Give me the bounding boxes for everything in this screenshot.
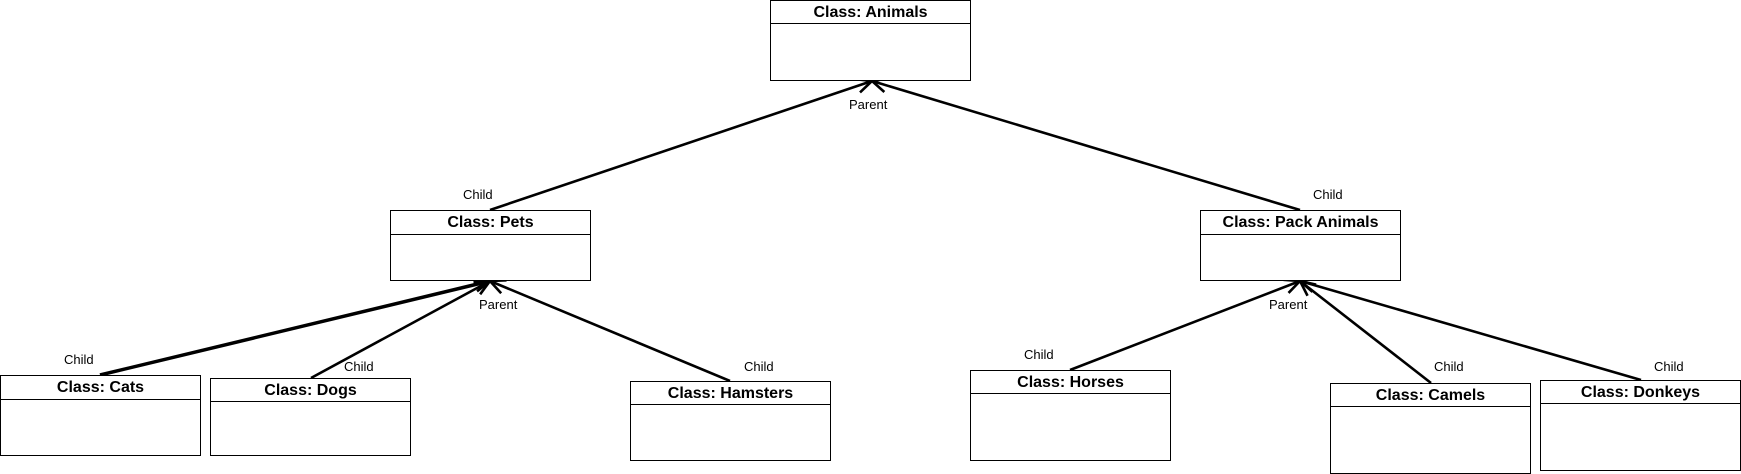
class-hamsters[interactable]: Class: Hamsters	[630, 381, 831, 461]
class-donkeys-title: Class: Donkeys	[1541, 381, 1740, 404]
child-label-horses: Child	[1024, 347, 1054, 362]
child-label-pets: Child	[463, 187, 493, 202]
class-pack-animals[interactable]: Class: Pack Animals	[1200, 210, 1401, 281]
class-horses[interactable]: Class: Horses	[970, 370, 1171, 461]
class-cats[interactable]: Class: Cats	[0, 375, 201, 456]
class-horses-title: Class: Horses	[971, 371, 1170, 394]
child-label-camels: Child	[1434, 359, 1464, 374]
class-dogs-title: Class: Dogs	[211, 379, 410, 402]
class-hamsters-title: Class: Hamsters	[631, 382, 830, 405]
class-pack-animals-title: Class: Pack Animals	[1201, 211, 1400, 235]
edge-pack_animals-to-animals	[871, 79, 1301, 212]
class-pets[interactable]: Class: Pets	[390, 210, 591, 281]
child-label-hamsters: Child	[744, 359, 774, 374]
class-pets-title: Class: Pets	[391, 211, 590, 235]
class-animals-title: Class: Animals	[771, 1, 970, 24]
edge-donkeys-to-pack_animals	[1299, 279, 1642, 382]
child-label-dogs: Child	[344, 359, 374, 374]
class-donkeys[interactable]: Class: Donkeys	[1540, 380, 1741, 471]
parent-label-animals: Parent	[849, 97, 888, 112]
class-dogs[interactable]: Class: Dogs	[210, 378, 411, 456]
edge-dogs-to-pets	[310, 279, 491, 380]
edge-hamsters-to-pets	[489, 279, 731, 383]
edge-cats-to-pets	[99, 279, 491, 377]
class-camels[interactable]: Class: Camels	[1330, 383, 1531, 474]
class-cats-title: Class: Cats	[1, 376, 200, 400]
class-animals[interactable]: Class: Animals	[770, 0, 971, 81]
edge-horses-to-pack_animals	[1069, 279, 1301, 372]
parent-label-pets: Parent	[479, 297, 518, 312]
child-label-cats: Child	[64, 352, 94, 367]
edge-camels-to-pack_animals	[1299, 279, 1432, 385]
class-camels-title: Class: Camels	[1331, 384, 1530, 407]
child-label-pack-animals: Child	[1313, 187, 1343, 202]
edge-pets-to-animals	[489, 79, 873, 212]
child-label-donkeys: Child	[1654, 359, 1684, 374]
parent-label-pack-animals: Parent	[1269, 297, 1308, 312]
